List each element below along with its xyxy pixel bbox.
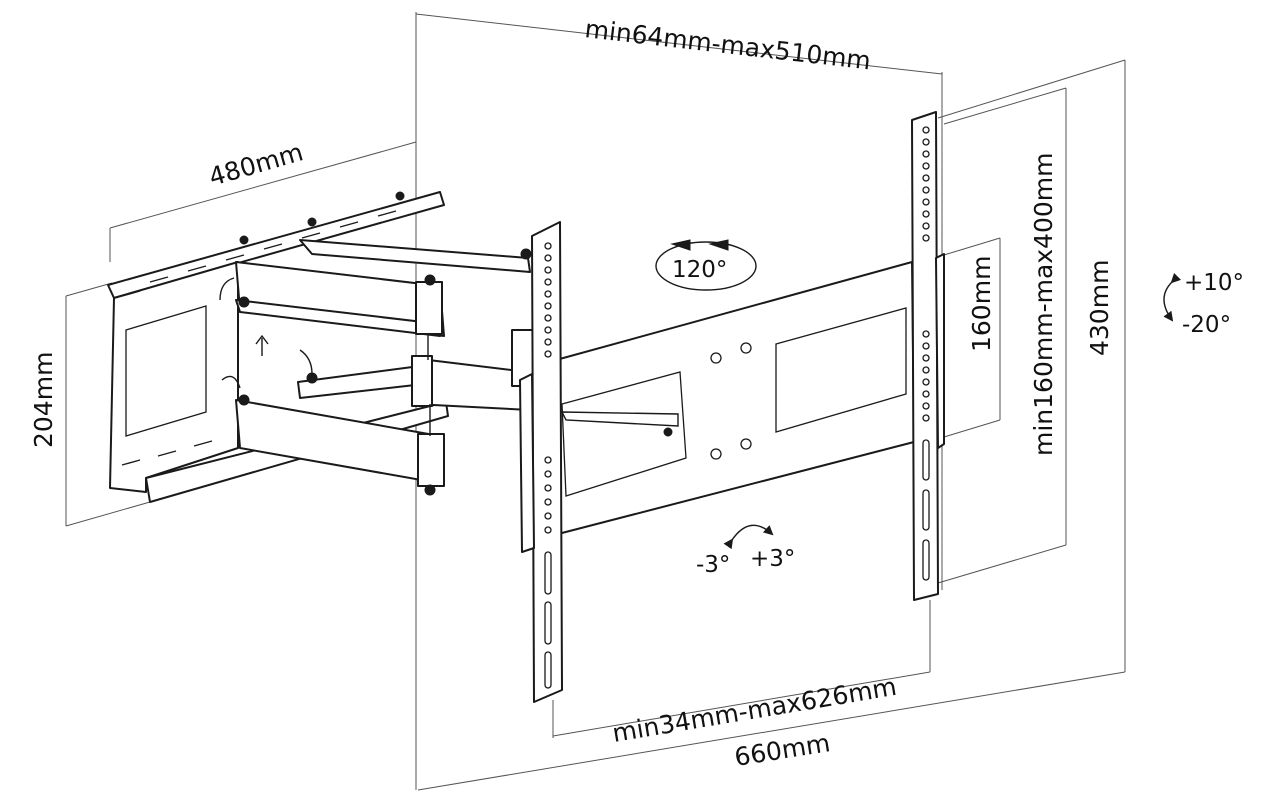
wall-plate-slots bbox=[121, 210, 397, 466]
swivel-arrow-left-icon bbox=[670, 239, 691, 251]
level-minus-label: -3° bbox=[696, 552, 730, 578]
wall-width-label: 480mm bbox=[206, 137, 307, 191]
center-hinge bbox=[411, 355, 433, 407]
left-rail-flange bbox=[519, 373, 535, 553]
top-depth-dimension-line bbox=[415, 13, 943, 75]
tv-bracket bbox=[555, 261, 915, 535]
link-bolt bbox=[306, 372, 318, 384]
articulating-arms bbox=[235, 239, 537, 496]
wall-height-bottom-ext-line bbox=[65, 501, 151, 527]
upper-arm-side bbox=[235, 299, 441, 337]
hole-spacing-label: 160mm bbox=[967, 256, 996, 352]
wall-plate-window bbox=[125, 305, 207, 437]
wall-plate-bolt bbox=[239, 235, 249, 245]
tilt-down-label: -20° bbox=[1182, 312, 1231, 338]
front-pivot-bolt bbox=[520, 248, 532, 260]
top-depth-label: min64mm-max510mm bbox=[583, 14, 872, 75]
cross-bar-window-left bbox=[561, 371, 687, 497]
hole-spacing-bottom-ext-line bbox=[943, 419, 1001, 438]
upper-arm-hinge bbox=[415, 281, 443, 335]
vesa-v-label: min160mm-max400mm bbox=[1029, 153, 1058, 456]
lower-arm-hinge bbox=[417, 433, 445, 487]
up-arrow-icon bbox=[255, 334, 269, 356]
swivel-label: 120° bbox=[672, 257, 727, 283]
hole-spacing-top-ext-line bbox=[943, 237, 1001, 256]
vertical-rails bbox=[519, 111, 945, 703]
rear-arm-top bbox=[299, 239, 531, 273]
right-rail-holes bbox=[922, 126, 930, 581]
upper-pivot-bolt bbox=[424, 274, 436, 286]
right-rail-flange bbox=[935, 253, 945, 449]
level-rotation-arrow-icon bbox=[723, 524, 774, 550]
rotation-symbols bbox=[655, 239, 1182, 550]
cross-bar-hole-2 bbox=[740, 342, 752, 354]
cross-bar-hole-4 bbox=[740, 438, 752, 450]
brace-bolt bbox=[663, 427, 673, 437]
lower-pivot-bolt bbox=[424, 484, 436, 496]
tilt-up-label: +10° bbox=[1184, 270, 1244, 296]
swivel-arrow-right-icon bbox=[708, 239, 729, 251]
wall-pivot-bolt-lower bbox=[238, 394, 250, 406]
vesa-v-top-ext-line bbox=[943, 87, 1067, 125]
dimension-lines bbox=[65, 12, 1126, 791]
level-plus-label: +3° bbox=[750, 546, 795, 572]
tv-height-top-ext-line bbox=[937, 59, 1126, 119]
wall-pivot-bolt bbox=[238, 296, 250, 308]
tv-width-dimension-line bbox=[417, 671, 1126, 791]
tv-height-label: 430mm bbox=[1085, 260, 1114, 356]
wall-width-dimension-line bbox=[109, 141, 417, 229]
vesa-h-dimension-line bbox=[552, 671, 931, 737]
swivel-ellipse bbox=[655, 241, 757, 291]
left-rail-holes bbox=[544, 242, 552, 689]
wall-height-label: 204mm bbox=[29, 352, 58, 448]
wall-plate-bolt-3 bbox=[395, 191, 405, 201]
tilt-rotation-arrow-icon bbox=[1163, 272, 1182, 322]
wall-height-top-ext-line bbox=[65, 282, 113, 297]
vesa-h-label: min34mm-max626mm bbox=[610, 672, 898, 748]
tv-height-bottom-ext-line bbox=[937, 544, 1067, 584]
cross-bar-hole-3 bbox=[710, 448, 722, 460]
cross-bar-window-right bbox=[775, 307, 907, 433]
tilt-brace bbox=[560, 411, 679, 427]
middle-link bbox=[297, 365, 425, 399]
cross-bar-hole bbox=[710, 352, 722, 364]
wall-plate-bolt-2 bbox=[307, 217, 317, 227]
